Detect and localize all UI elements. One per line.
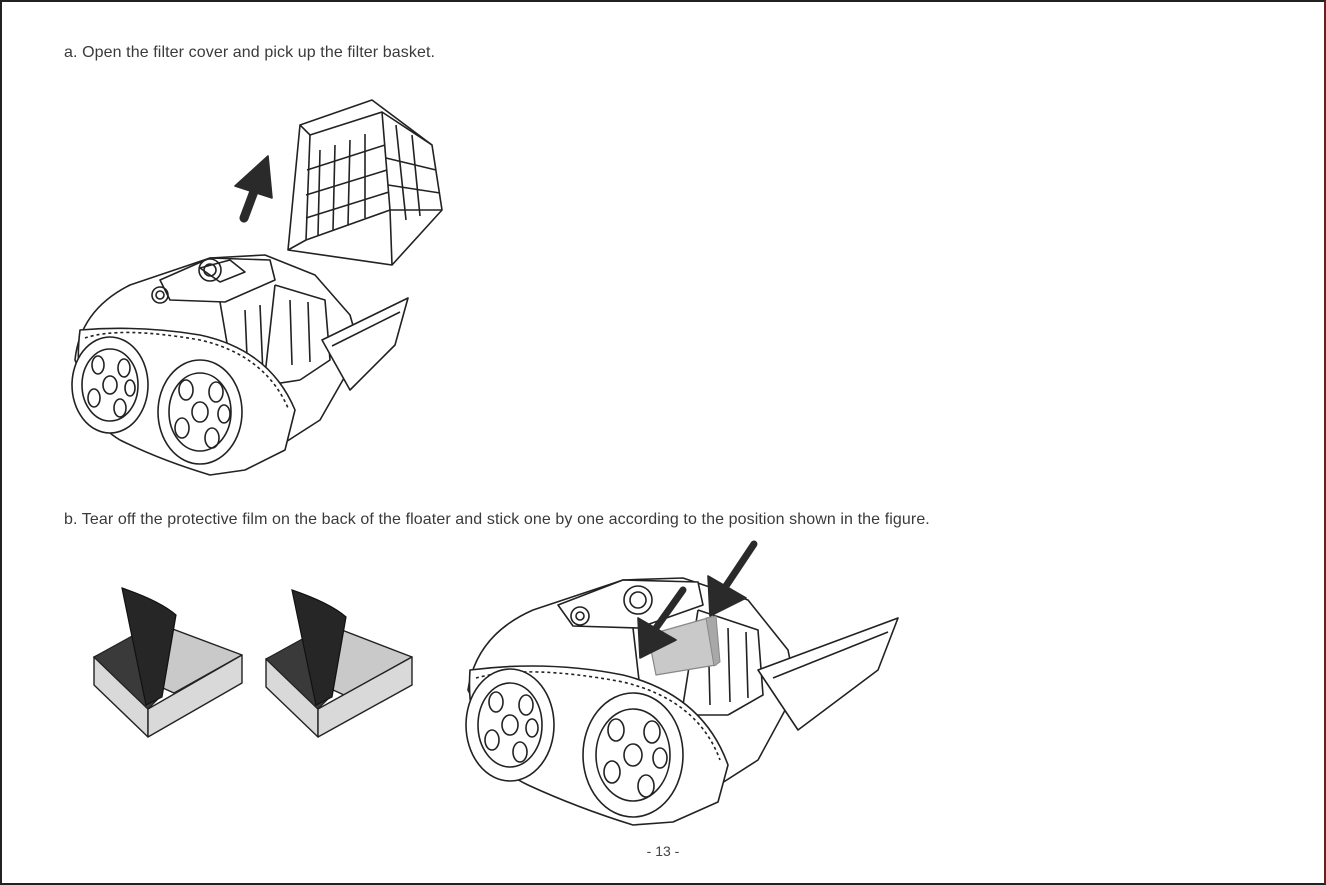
pool-robot-illustration bbox=[466, 578, 898, 825]
step-b-instruction: b. Tear off the protective film on the b… bbox=[64, 511, 930, 529]
wheel-left bbox=[466, 669, 554, 781]
filter-basket-illustration bbox=[288, 100, 442, 265]
figure-a-robot-and-basket bbox=[60, 90, 460, 480]
lift-arrow-illustration bbox=[235, 156, 272, 218]
wheel-left bbox=[72, 337, 148, 433]
figure-b-robot-with-floaters bbox=[458, 540, 903, 840]
floater-block-2-illustration bbox=[262, 587, 417, 742]
wheel-right bbox=[583, 693, 683, 817]
pool-robot-illustration bbox=[72, 255, 408, 475]
page-number: - 13 - bbox=[0, 843, 1326, 859]
floater-block-1-illustration bbox=[90, 585, 245, 740]
wheel-right bbox=[158, 360, 242, 464]
step-a-instruction: a. Open the filter cover and pick up the… bbox=[64, 44, 435, 62]
